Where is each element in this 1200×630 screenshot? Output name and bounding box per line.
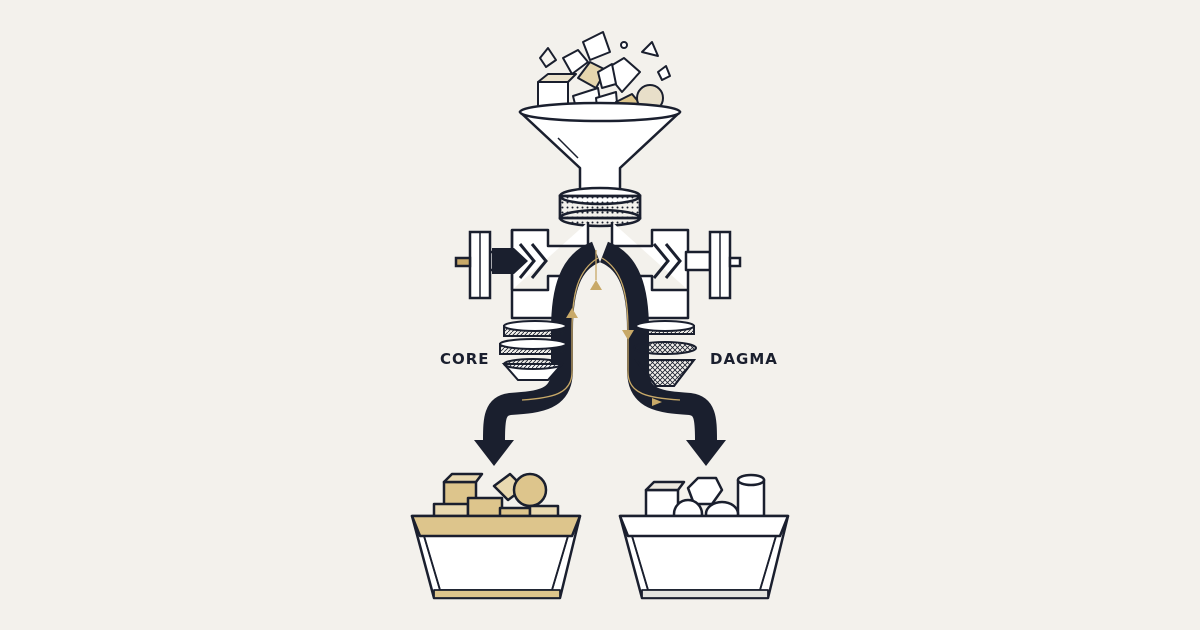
block-shape-icon — [582, 31, 611, 61]
sieve-icon — [499, 320, 567, 381]
block-shape-icon — [597, 63, 617, 89]
chevron-right-icon — [652, 243, 682, 279]
block-shape-icon — [537, 73, 577, 83]
output-label-left: CORE — [440, 350, 490, 368]
chevron-right-icon — [518, 243, 548, 279]
valve-wheel-icon — [454, 230, 492, 300]
filter-ring — [558, 186, 642, 228]
output-arrow-icon — [686, 440, 726, 466]
valve-wheel-icon — [708, 230, 742, 300]
funnel-icon — [518, 101, 682, 194]
block-shape-icon — [620, 41, 628, 49]
block-shape-icon — [657, 65, 671, 81]
flow-direction-arrows — [566, 280, 662, 406]
block-shape-icon — [644, 480, 686, 492]
pipe-manifold — [488, 222, 712, 320]
block-shape-icon — [442, 472, 484, 484]
bin-icon — [410, 472, 582, 600]
block-shape-icon — [641, 41, 659, 57]
block-shape-icon — [539, 47, 557, 68]
block-shape-icon — [736, 473, 766, 487]
output-arrow-icon — [474, 440, 514, 466]
block-shape-icon — [562, 49, 589, 75]
block-shape-icon — [512, 472, 548, 508]
bin-icon — [618, 473, 790, 600]
split-flow-paths — [483, 241, 717, 441]
output-label-right: DAGMA — [710, 350, 778, 368]
inlet-arrow-icon — [492, 248, 528, 274]
sieve-icon — [633, 320, 697, 387]
